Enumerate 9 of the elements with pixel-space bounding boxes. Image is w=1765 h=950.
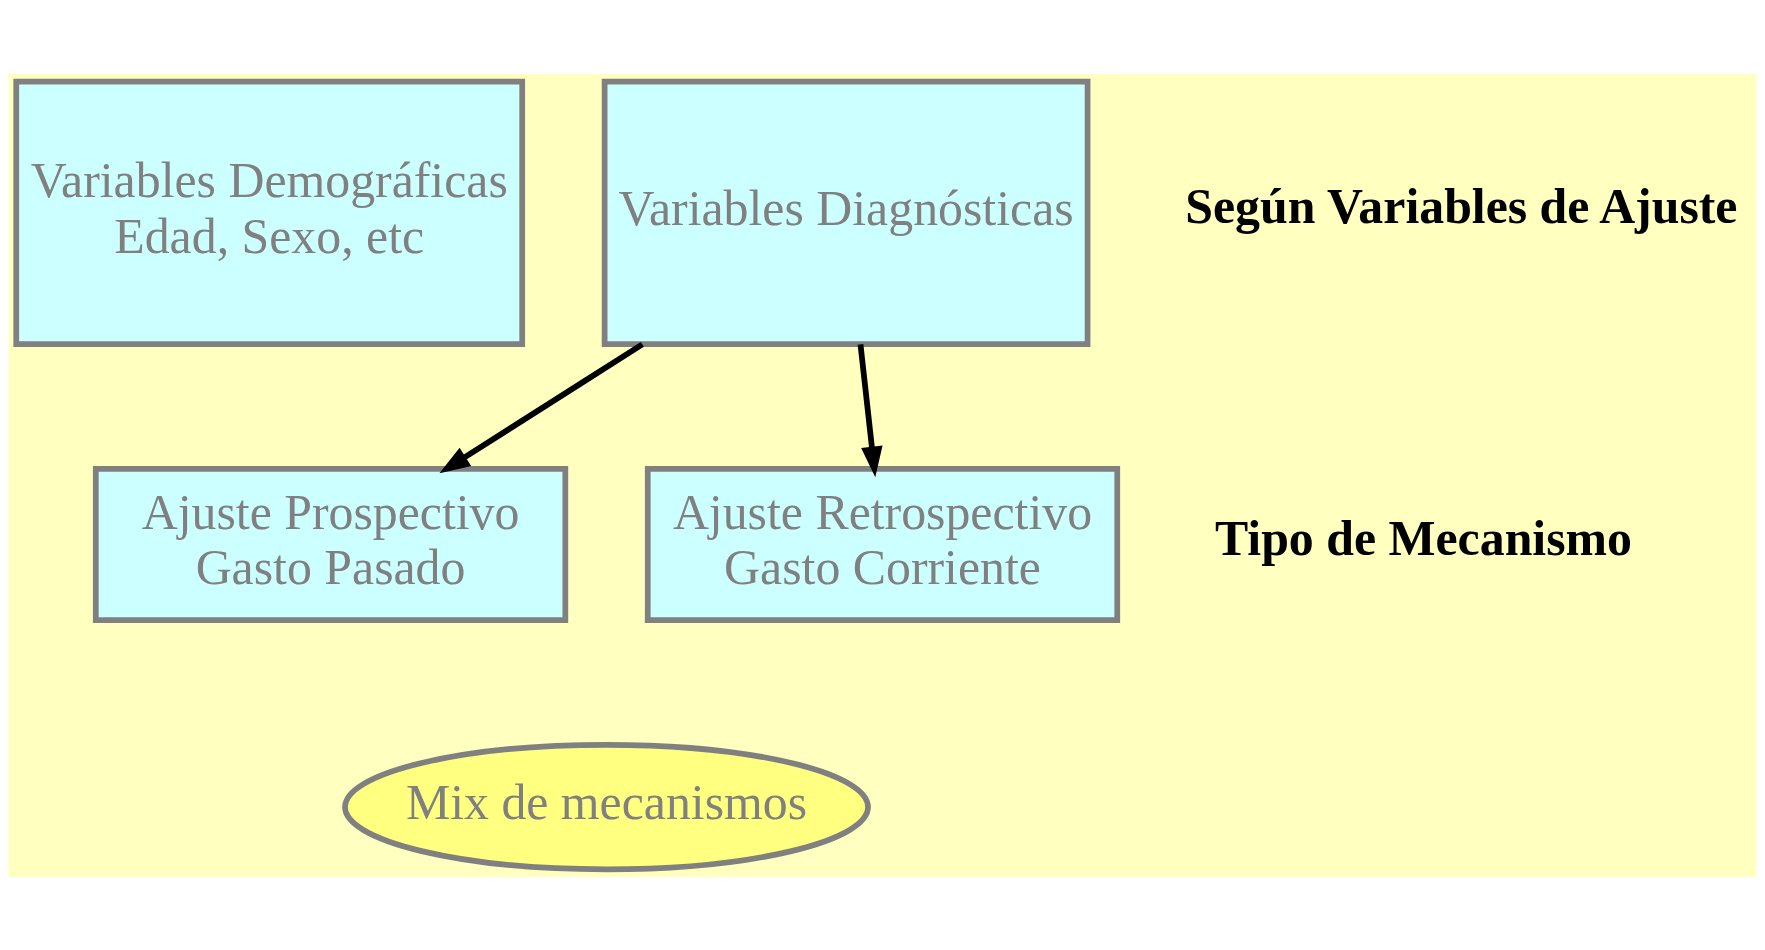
label: Tipo de Mecanismo [1215,510,1632,566]
arrow [857,343,883,477]
label: Según Variables de Ajuste [1185,178,1738,234]
node-ellipse: Mix de mecanismos [342,741,871,872]
node-box: Variables Diagnósticas [601,78,1091,347]
node-box: Variables Demográficas Edad, Sexo, etc [13,78,526,347]
arrow [439,341,644,473]
node-box: Ajuste Retrospectivo Gasto Corriente [644,465,1121,623]
node-box: Ajuste Prospectivo Gasto Pasado [92,465,569,623]
